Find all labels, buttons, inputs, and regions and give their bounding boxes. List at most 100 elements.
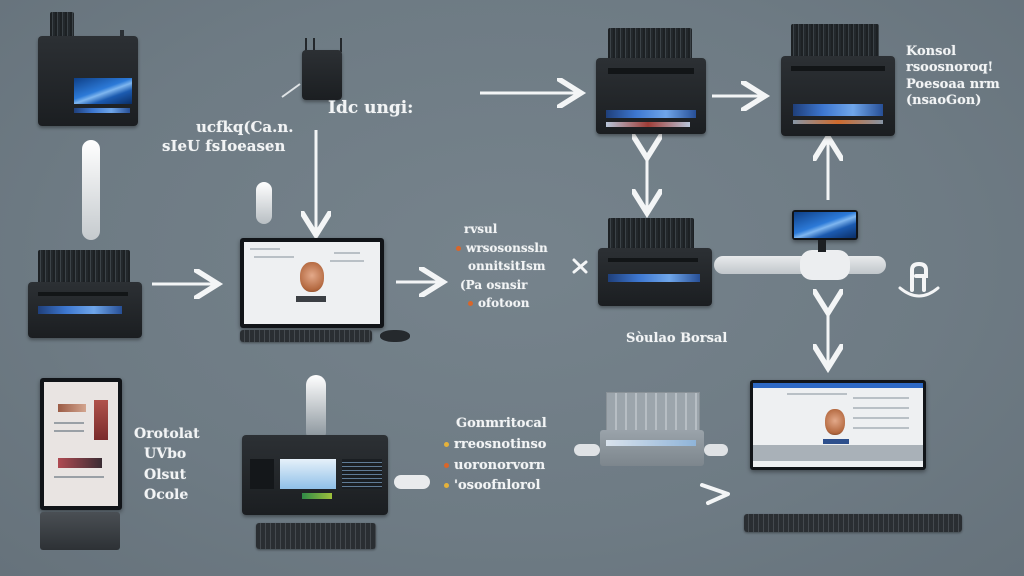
label-line: rsoosnoroq! <box>906 60 994 76</box>
desktop-bottom-right[interactable] <box>744 380 964 536</box>
kiosk-screen <box>44 382 118 506</box>
logo-icon <box>898 261 940 298</box>
label-line: (nsaoGon) <box>906 92 982 108</box>
label-line: onnitsitIsm <box>468 259 546 274</box>
avatar <box>825 409 845 435</box>
arrow-scanner-to-desktop <box>700 483 730 505</box>
router-icon <box>302 50 342 100</box>
label-line: Orotolat <box>134 426 200 442</box>
server-status-strip <box>74 108 130 113</box>
bullet-icon <box>444 462 449 468</box>
label-line: Idc ungi: <box>328 98 414 118</box>
printer-status-bar <box>793 120 883 124</box>
printer-slot <box>38 292 128 296</box>
label-line: 'osoofnlorol <box>454 478 541 494</box>
arrow-cross-center <box>572 258 588 274</box>
keyboard[interactable] <box>240 330 372 342</box>
bullet-icon <box>444 441 449 447</box>
keyboard[interactable] <box>256 523 376 549</box>
label-line: sIeU fsIoeasen <box>162 136 286 155</box>
console-panel-right <box>342 459 382 489</box>
server-tower-top-left[interactable] <box>38 12 140 128</box>
printer-paper-tray <box>608 28 692 60</box>
monitor-right[interactable] <box>710 210 890 290</box>
label-center: rvsul wrsosonssln onnitsitIsm (Pa osnsir… <box>456 220 548 313</box>
label-line: Poesoaa nrm <box>906 76 1000 92</box>
label-bottom-middle: Gonmritocal rreosnotinso uoronorvorn 'os… <box>444 414 547 497</box>
label-line: wrsosonssln <box>466 240 548 255</box>
label-line: Gonmritocal <box>456 416 547 431</box>
logo-right <box>896 260 942 300</box>
router-top-middle[interactable] <box>302 38 344 102</box>
label-line: ofotoon <box>478 296 530 311</box>
kiosk-bottom-left[interactable] <box>40 378 122 550</box>
printer-paper-tray <box>38 250 130 284</box>
printer-left[interactable] <box>28 250 144 340</box>
printer-center-right[interactable] <box>598 218 714 308</box>
monitor-icon <box>240 238 384 328</box>
label-line: Konsol <box>906 44 957 59</box>
bullet-icon <box>468 301 473 307</box>
router-antenna-1 <box>305 38 307 52</box>
label-line: (Pa osnsir <box>460 277 528 292</box>
printer-status-bar <box>606 122 690 127</box>
label-top-left: ucfkq(Ca.n. sIeU fsIoeasen <box>162 118 293 156</box>
scanner-icon <box>600 430 704 466</box>
console-panel-left <box>250 459 274 489</box>
printer-paper-tray <box>608 218 694 250</box>
label-top-right: Konsol rsoosnoroq! Poesoaa nrm (nsaoGon) <box>906 44 1000 109</box>
printer-slot <box>608 68 694 74</box>
router-antenna-3 <box>340 38 342 52</box>
printer-top-center[interactable] <box>596 28 708 134</box>
label-center-right: Sòulao Borsal <box>626 331 727 347</box>
console-accent <box>302 493 332 499</box>
mouse[interactable] <box>380 330 410 342</box>
label-line: Sòulao Borsal <box>626 331 728 346</box>
monitor-screen <box>753 383 923 467</box>
label-line: Olsut <box>144 466 187 483</box>
avatar-caption <box>296 296 326 302</box>
label-line: rvsul <box>464 222 498 236</box>
scanner-tray-left <box>574 444 600 456</box>
printer-slot <box>791 66 885 71</box>
label-top-middle: Idc ungi: <box>328 98 413 119</box>
desktop-center[interactable] <box>240 238 416 348</box>
console-screen <box>280 459 336 489</box>
label-line: Ocole <box>144 486 189 503</box>
kiosk-base <box>40 512 120 550</box>
label-bottom-left: Orotolat UVbo Olsut Ocole <box>134 424 200 505</box>
printer-top-right[interactable] <box>781 24 897 136</box>
antenna-block <box>50 12 74 38</box>
avatar <box>300 262 324 292</box>
bullet-icon <box>444 483 449 489</box>
label-line: UVbo <box>144 446 187 463</box>
tablet-icon <box>40 378 122 510</box>
scanner-display <box>606 440 696 446</box>
label-line: rreosnotinso <box>454 436 547 452</box>
monitor-screen <box>244 242 380 324</box>
scanner-bottom[interactable] <box>570 392 730 472</box>
monitor-icon <box>750 380 926 470</box>
cable-connector <box>394 475 430 489</box>
scanner-tray-right <box>704 444 728 456</box>
printer-display <box>38 306 122 314</box>
label-line: ucfkq(Ca.n. <box>196 118 294 136</box>
label-line: uoronorvorn <box>454 457 546 473</box>
monitor-stand <box>818 240 826 252</box>
bullet-icon <box>456 245 461 251</box>
cable-connector-middle <box>256 182 272 224</box>
connector-router-left <box>281 83 301 98</box>
server-screen <box>74 78 132 104</box>
cable-connector-left <box>82 140 100 240</box>
printer-display <box>606 110 696 118</box>
printer-display <box>608 274 700 282</box>
printer-slot <box>608 258 698 262</box>
keyboard[interactable] <box>744 514 962 532</box>
workstation-bottom[interactable] <box>242 375 430 550</box>
router-antenna-2 <box>313 38 315 52</box>
monitor-icon <box>792 210 858 240</box>
printer-paper-tray <box>791 24 879 58</box>
upload-plume <box>306 375 326 437</box>
